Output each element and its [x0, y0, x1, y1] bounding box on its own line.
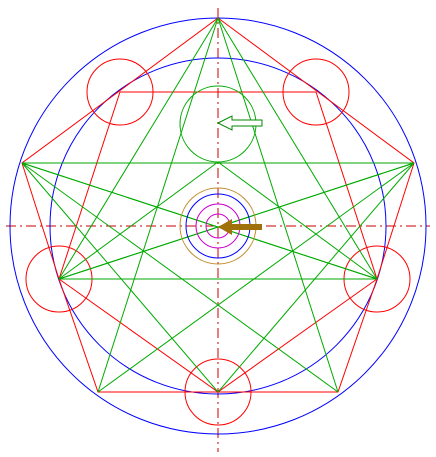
star-line — [58, 162, 415, 280]
inner-circle — [49, 57, 387, 395]
hollow-left-arrow-icon — [216, 115, 263, 131]
star-line — [217, 161, 378, 280]
star-line — [21, 162, 219, 393]
vertex-circle — [86, 58, 154, 126]
left-arrow-icon — [218, 219, 262, 235]
vertex-circle — [282, 58, 350, 126]
star-line — [217, 17, 378, 280]
star-line — [58, 17, 219, 280]
star-line — [21, 162, 378, 280]
star-line — [217, 17, 339, 393]
star-line — [97, 17, 219, 393]
star-lines-group — [21, 17, 415, 393]
outline-arrow-shape — [216, 115, 263, 131]
star-line — [21, 162, 339, 393]
star-line — [97, 162, 415, 393]
star-line — [217, 162, 415, 393]
direction-arrow-shape — [218, 219, 262, 235]
star-line — [58, 161, 219, 280]
vertex-circle — [184, 358, 252, 426]
